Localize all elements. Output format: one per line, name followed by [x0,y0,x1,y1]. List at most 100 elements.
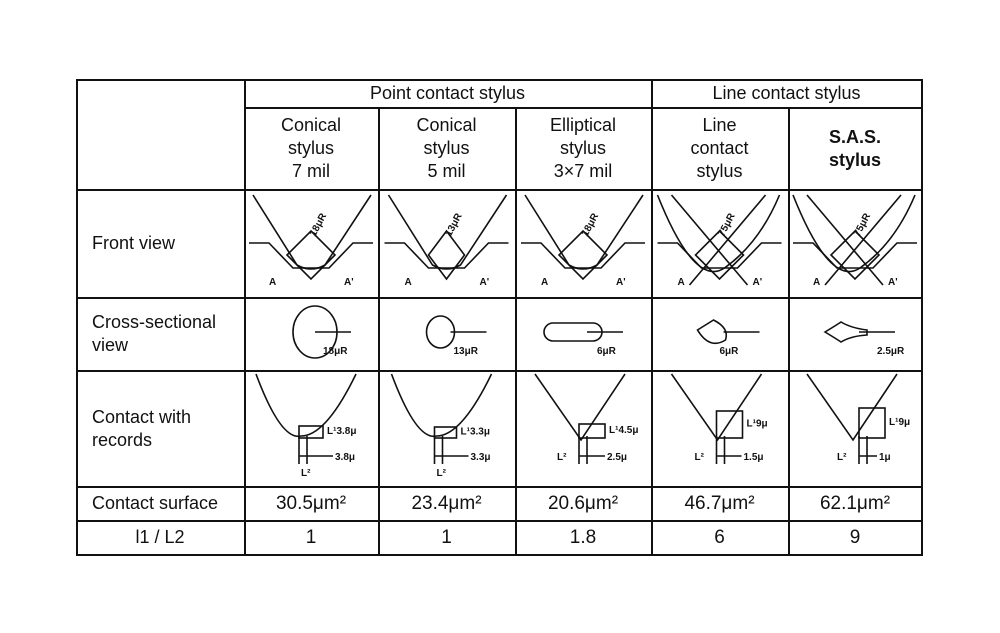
ratio-value: 1.8 [569,527,597,548]
stylus-outline [387,194,508,270]
ratio-value: 1 [441,527,452,548]
contact-l2-value: 1.5μ [744,452,764,463]
dimension-lines [298,436,333,464]
label-a: A [813,277,820,288]
group-header-point-contact: Point contact stylus [369,83,526,103]
front-radius-label: 75μR [716,211,738,238]
cross-radius-label: 6μR [597,346,617,357]
groove-profile [249,242,373,269]
label-a: A [541,277,548,288]
column-divider [651,79,653,556]
label-a-prime: A' [888,277,898,288]
ratio-value: 6 [714,527,725,548]
dimension-lines [858,436,877,464]
contact-box [298,425,324,439]
contact-l2-label: L² [437,468,447,479]
cross-radius-label: 6μR [720,346,740,357]
stylus-outline [656,194,781,273]
row-divider [76,370,922,372]
stylus-edge [806,194,884,286]
column-header-line-contact: Line contact stylus [690,115,749,181]
table-border-bottom [76,554,922,556]
dimension-lines [433,436,469,464]
column-header-elliptical: Elliptical stylus 3×7 mil [549,115,617,181]
contact-l2-label: L² [557,452,567,463]
stylus-edge [670,194,749,286]
group-header-line-contact: Line contact stylus [712,83,861,103]
contact-surface-value: 20.6μm² [547,493,619,514]
groove-profile [384,242,509,269]
contact-l1-label: L¹4.5μ [609,425,638,436]
contact-l2-value: 3.3μ [471,452,491,463]
groove-diamond [694,229,745,281]
label-a: A [405,277,412,288]
label-a-prime: A' [344,277,354,288]
row-label-contact: Contact with records [92,406,192,450]
front-radius-label: 18μR [308,211,330,238]
ratio-value: 9 [849,527,861,548]
groove-diamond [285,229,337,281]
stylus-outline [524,194,644,270]
contact-l2-value: 2.5μ [607,452,627,463]
groove-diamond [557,229,609,281]
stylus-outline [792,194,916,273]
row-divider [76,520,922,522]
record-groove [390,373,493,438]
row-divider [76,189,922,191]
column-header-conical-7mil: Conical stylus 7 mil [280,115,342,181]
label-a-prime: A' [753,277,763,288]
stylus-outline [252,194,372,270]
table-border-top [76,79,922,81]
groove-diamond [427,229,466,281]
front-radius-label: 13μR [443,211,465,238]
table-border-left [76,79,78,556]
column-divider [378,107,380,556]
row-divider [244,107,922,109]
label-a-prime: A' [616,277,626,288]
contact-box [715,410,744,439]
record-groove [534,373,626,442]
front-radius-label: 18μR [580,211,602,238]
cross-section-shape [696,319,728,345]
column-divider [244,79,246,556]
record-groove [670,373,763,442]
column-header-sas: S.A.S. stylus [828,126,882,170]
row-label-contact-surface: Contact surface [92,493,219,513]
contact-l2-label: L² [695,452,705,463]
contact-l1-label: L¹9μ [889,417,910,428]
contact-box [433,426,458,439]
front-radius-label: 75μR [852,211,874,238]
contact-l2-label: L² [301,468,311,479]
row-divider [76,297,922,299]
contact-l1-label: L¹9μ [747,419,768,430]
ratio-value: 1 [305,527,317,548]
contact-box [578,423,606,439]
groove-diamond [829,229,881,281]
label-a: A [678,277,685,288]
contact-l2-value: 3.8μ [335,452,355,463]
contact-surface-value: 46.7μm² [684,493,755,514]
cross-radius-label: 13μR [454,346,479,357]
contact-l2-label: L² [837,452,847,463]
label-a: A [269,277,276,288]
cross-section-shape [425,315,456,349]
cross-radius-label: 18μR [323,346,348,357]
record-groove [806,373,898,442]
contact-surface-value: 23.4μm² [411,493,482,514]
cross-radius-label: 2.5μR [877,346,905,357]
column-divider [788,107,790,556]
contact-l1-label: L¹3.8μ [327,426,356,437]
row-label-ratio: l1 / L2 [135,527,185,547]
contact-box [858,407,886,439]
dimension-lines [715,436,742,464]
contact-surface-value: 30.5μm² [275,493,347,514]
contact-surface-value: 62.1μm² [819,493,891,514]
record-groove [255,373,357,438]
column-header-conical-5mil: Conical stylus 5 mil [416,115,477,181]
row-label-front-view: Front view [92,233,176,253]
row-label-cross-section: Cross-sectional view [92,312,217,355]
column-divider [515,107,517,556]
label-a-prime: A' [480,277,490,288]
stylus-edge [688,194,767,286]
